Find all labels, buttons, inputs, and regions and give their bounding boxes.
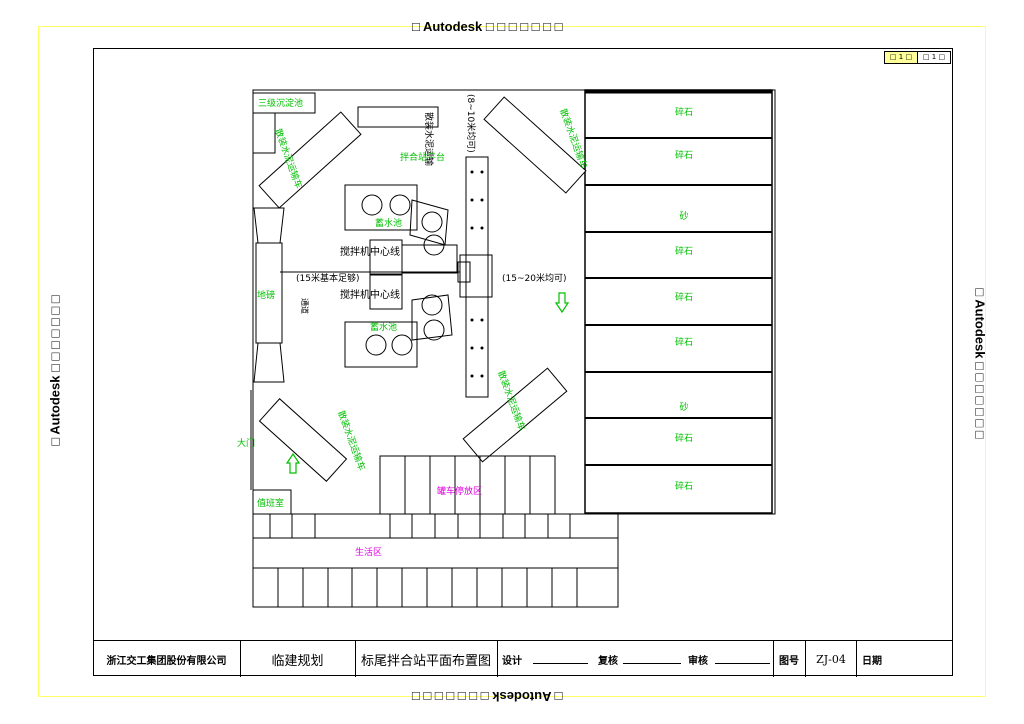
bin-label: 碎石: [675, 106, 693, 118]
spacing-note: (15~20米均可): [502, 272, 566, 284]
conveyor-belt: [465, 156, 489, 398]
bin-label: 碎石: [675, 291, 693, 303]
tanker-parking-grid: [379, 455, 556, 515]
guard-room: [252, 489, 292, 515]
project-name: 临建规划: [240, 641, 356, 677]
arrow-up-icon: [285, 452, 301, 474]
living-area-label: 生活区: [355, 546, 382, 558]
site-outline: [252, 89, 776, 608]
title-block: 浙江交工集团股份有限公司 临建规划 标尾拌合站平面布置图 设计 复核 审核 图号…: [93, 640, 953, 677]
water-tank-top-label: 蓄水池: [375, 217, 402, 229]
mixer-centerline-top: 搅拌机中心线: [340, 245, 400, 258]
cement-bulk-center-label: 散装水泥运输: [423, 112, 435, 166]
review-signature-line: [715, 663, 770, 664]
weighbridge-label: 地磅: [257, 289, 275, 301]
bin-label: 碎石: [675, 432, 693, 444]
company-name: 浙江交工集团股份有限公司: [93, 641, 241, 677]
conveyor-note: (8~10米均可): [465, 94, 477, 153]
plot-boundary: [38, 26, 986, 697]
drawing-no: ZJ-04: [805, 641, 857, 677]
arrow-down-icon: [554, 292, 570, 314]
sedimentation-label: 三级沉淀池: [258, 97, 303, 109]
mixer-bottom: [369, 274, 403, 310]
drawing-no-label: 图号: [773, 641, 804, 677]
check-signature-line: [623, 663, 681, 664]
mixer-centerline-bottom: 搅拌机中心线: [340, 288, 400, 301]
sedimentation-tank: [252, 92, 316, 114]
silo-group-top: [344, 184, 418, 231]
watermark-top: □ Autodesk □ □ □ □ □ □ □: [412, 19, 563, 34]
guard-room-label: 值班室: [257, 497, 284, 509]
cement-truck-bottom-left: [258, 398, 348, 482]
bin-label: 砂: [679, 210, 688, 222]
design-signature-line: [533, 663, 588, 664]
sheet-tag-b: □ 1 □: [922, 53, 946, 61]
cement-truck-bottom-right: [462, 367, 568, 463]
cement-truck-left: [258, 111, 362, 209]
living-area-rooms: [269, 514, 578, 607]
review-label: 审核: [688, 655, 708, 667]
conveyor-bolts: [470, 170, 484, 378]
bin-label: 碎石: [675, 245, 693, 257]
aggregate-bin-grid: [584, 89, 773, 514]
mixer-platform-label: 拌合站平台: [400, 151, 445, 163]
silo-group-bottom: [344, 321, 418, 368]
bin-label: 碎石: [675, 336, 693, 348]
road-label: 通道: [300, 298, 310, 314]
sheet-tag: □ 1 □ □ 1 □: [884, 51, 951, 64]
cement-truck-right: [483, 96, 587, 194]
cement-bulk-center: [357, 106, 439, 128]
drawing-title: 标尾拌合站平面布置图: [355, 641, 498, 677]
foundation-note: (15米基本足够): [296, 272, 359, 284]
date-label: 日期: [862, 655, 882, 667]
sheet-tag-a: □ 1 □: [885, 52, 918, 63]
bin-label: 碎石: [675, 149, 693, 161]
tanker-parking-label: 罐车停放区: [437, 485, 482, 497]
design-label: 设计: [502, 655, 522, 667]
gate-label: 大门: [237, 437, 255, 449]
water-tank-bottom-label: 蓄水池: [370, 321, 397, 333]
bin-label: 碎石: [675, 480, 693, 492]
check-label: 复核: [598, 655, 618, 667]
drawing-frame: [93, 48, 953, 676]
bin-label: 砂: [679, 401, 688, 413]
